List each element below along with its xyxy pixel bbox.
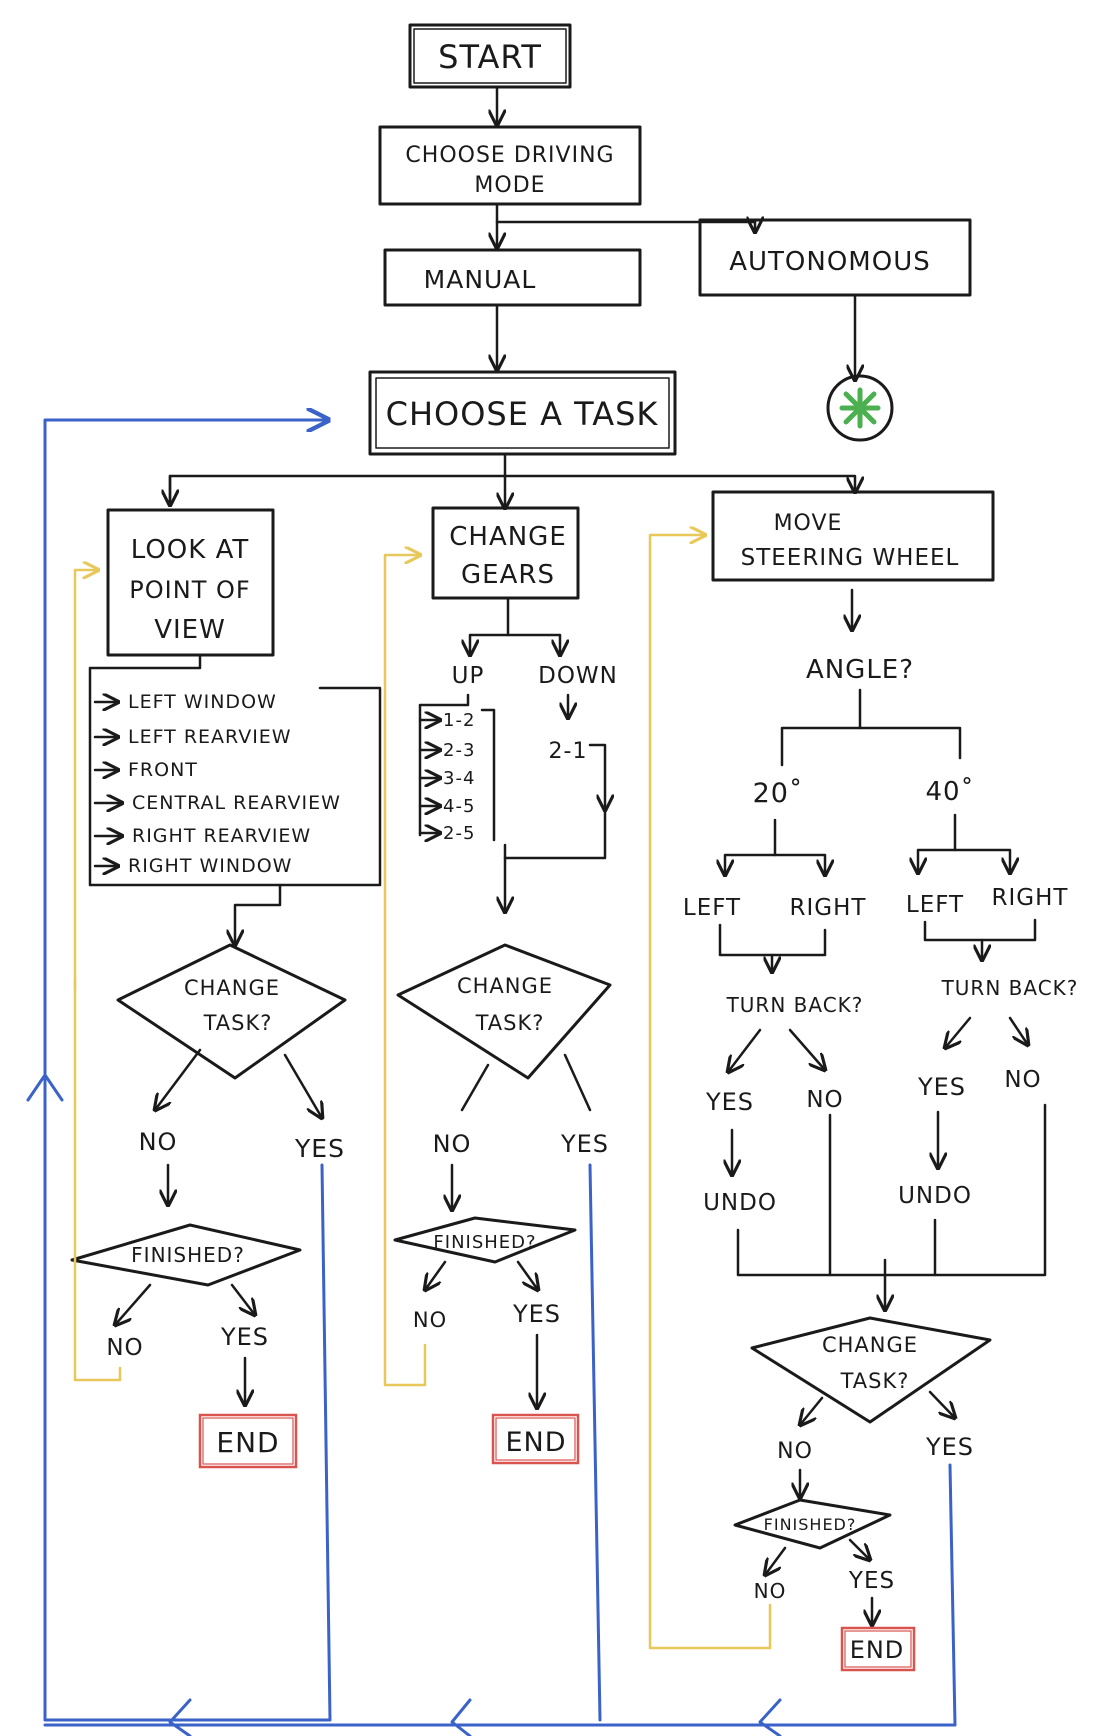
svg-text:3-4: 3-4 <box>443 768 475 789</box>
right-label-20: RIGHT <box>790 895 867 921</box>
svg-text:AUTONOMOUS: AUTONOMOUS <box>729 247 931 277</box>
svg-text:END: END <box>216 1426 279 1459</box>
svg-text:END: END <box>505 1427 566 1458</box>
change-task-decision-3: CHANGE TASK? <box>750 1316 992 1424</box>
svg-text:FRONT: FRONT <box>128 759 198 781</box>
svg-text:MODE: MODE <box>474 173 545 198</box>
finished-decision-2: FINISHED? <box>393 1216 577 1264</box>
svg-text:STEERING WHEEL: STEERING WHEEL <box>741 545 960 571</box>
up-shift-list: 1-2 2-3 3-4 4-5 2-5 <box>418 708 496 844</box>
angle-20-label: 20˚ <box>753 778 804 809</box>
change-gears-node: CHANGE GEARS <box>431 506 580 600</box>
svg-text:CHOOSE A TASK: CHOOSE A TASK <box>386 395 659 433</box>
autonomous-node: AUTONOMOUS <box>698 218 972 297</box>
left-label-40: LEFT <box>906 892 964 918</box>
svg-text:CHANGE: CHANGE <box>822 1333 918 1357</box>
no-label-2b: NO <box>413 1308 447 1332</box>
svg-text:FINISHED?: FINISHED? <box>131 1243 245 1267</box>
svg-text:TASK?: TASK? <box>203 1011 273 1035</box>
manual-node: MANUAL <box>383 248 642 307</box>
undo-label-40: UNDO <box>898 1183 972 1209</box>
svg-text:FINISHED?: FINISHED? <box>433 1232 536 1253</box>
move-steering-node: MOVE STEERING WHEEL <box>711 490 995 582</box>
right-label-40: RIGHT <box>992 885 1069 911</box>
svg-text:TASK?: TASK? <box>840 1369 910 1393</box>
svg-text:CHANGE: CHANGE <box>449 522 567 552</box>
down-label: DOWN <box>538 663 618 689</box>
svg-text:TASK?: TASK? <box>475 1011 545 1035</box>
up-label: UP <box>452 663 485 689</box>
yes-label-2b: YES <box>512 1300 561 1328</box>
svg-text:1-2: 1-2 <box>443 710 475 731</box>
svg-text:RIGHT REARVIEW: RIGHT REARVIEW <box>132 825 311 847</box>
turn-back-label-40: TURN BACK? <box>941 976 1079 1000</box>
svg-text:2-5: 2-5 <box>443 823 475 844</box>
svg-text:POINT OF: POINT OF <box>129 576 250 604</box>
end-node-3: END <box>840 1626 916 1672</box>
svg-text:LEFT REARVIEW: LEFT REARVIEW <box>128 726 292 748</box>
no-label-1: NO <box>139 1128 178 1156</box>
svg-text:MOVE: MOVE <box>774 511 843 536</box>
no-label-20: NO <box>806 1087 843 1113</box>
svg-text:LEFT WINDOW: LEFT WINDOW <box>128 691 277 713</box>
choose-task-node: CHOOSE A TASK <box>368 370 677 456</box>
no-label-3b: NO <box>754 1579 787 1603</box>
yes-label-2: YES <box>560 1130 609 1158</box>
yes-label-3: YES <box>925 1433 974 1461</box>
svg-text:FINISHED?: FINISHED? <box>764 1515 857 1534</box>
svg-text:CHANGE: CHANGE <box>184 976 280 1000</box>
svg-text:4-5: 4-5 <box>443 796 475 817</box>
no-label-3: NO <box>777 1439 813 1464</box>
no-label-2: NO <box>433 1130 472 1158</box>
choose-driving-mode-node: CHOOSE DRIVING MODE <box>378 125 642 206</box>
yes-label-40: YES <box>917 1073 966 1101</box>
svg-text:LOOK AT: LOOK AT <box>131 535 249 565</box>
svg-text:END: END <box>850 1636 905 1664</box>
start-label: START <box>438 38 542 76</box>
start-node: START <box>408 23 572 89</box>
yellow-loops <box>73 535 772 1650</box>
no-label-1b: NO <box>106 1335 143 1361</box>
yes-label-3b: YES <box>848 1568 895 1594</box>
svg-text:CENTRAL REARVIEW: CENTRAL REARVIEW <box>132 792 341 814</box>
angle-40-label: 40˚ <box>925 777 974 807</box>
stop-icon <box>826 374 894 442</box>
svg-text:GEARS: GEARS <box>461 560 555 590</box>
blue-loops <box>26 420 957 1736</box>
angle-label: ANGLE? <box>806 655 914 685</box>
no-label-40: NO <box>1004 1067 1041 1093</box>
change-task-decision-1: CHANGE TASK? <box>116 943 347 1080</box>
end-node-2: END <box>491 1413 580 1465</box>
down-shift-label: 2-1 <box>549 739 588 764</box>
undo-label-20: UNDO <box>703 1190 777 1216</box>
yes-label-1b: YES <box>220 1323 269 1351</box>
finished-decision-3: FINISHED? <box>733 1498 892 1550</box>
svg-text:RIGHT WINDOW: RIGHT WINDOW <box>128 855 292 877</box>
yes-label-20: YES <box>705 1088 754 1116</box>
svg-text:CHANGE: CHANGE <box>457 974 553 998</box>
svg-text:CHOOSE DRIVING: CHOOSE DRIVING <box>405 143 614 168</box>
change-task-decision-2: CHANGE TASK? <box>396 943 612 1080</box>
left-label-20: LEFT <box>683 895 741 921</box>
finished-decision-1: FINISHED? <box>70 1223 302 1287</box>
svg-text:MANUAL: MANUAL <box>424 265 537 294</box>
look-at-view-node: LOOK AT POINT OF VIEW <box>106 508 275 657</box>
svg-text:2-3: 2-3 <box>443 740 475 761</box>
svg-text:VIEW: VIEW <box>154 615 226 645</box>
yes-label-1: YES <box>294 1134 345 1163</box>
turn-back-label-20: TURN BACK? <box>726 993 864 1017</box>
end-node-1: END <box>198 1413 298 1469</box>
view-list: LEFT WINDOW LEFT REARVIEW FRONT CENTRAL … <box>93 691 341 877</box>
